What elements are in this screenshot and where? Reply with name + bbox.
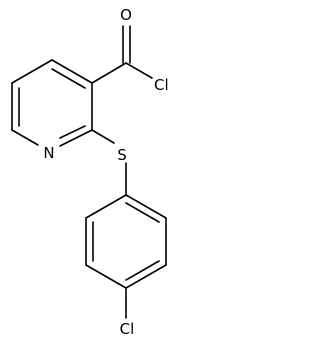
- bond-carbonyl-cl: [125, 62, 153, 79]
- bond-ar3-ar4-inner: [125, 260, 160, 281]
- bond-ar3-ar4: [125, 264, 167, 289]
- bond-c6-n: [11, 129, 39, 146]
- bond-ar4-ar5: [85, 264, 127, 289]
- thioether-linkage: [91, 129, 127, 196]
- atom-label-nitrogen: N: [43, 144, 54, 162]
- atom-label-oxygen: O: [120, 6, 132, 24]
- bond-ar1-ar2-inner: [125, 202, 160, 223]
- pyridine-ring: [11, 59, 93, 147]
- bond-ar6-ar1: [85, 194, 127, 219]
- acyl-chloride-group: [91, 25, 153, 84]
- bond-c4-c5: [11, 59, 53, 84]
- bond-n-c2: [59, 129, 93, 147]
- bond-n-c2-inner: [59, 125, 86, 139]
- atom-label-acyl-chlorine: Cl: [154, 76, 169, 94]
- chlorophenyl-ring: [85, 194, 167, 319]
- bond-c3-c4: [51, 59, 93, 84]
- atom-label-sulfur: S: [117, 146, 127, 164]
- bond-c3-carbonyl: [91, 62, 127, 84]
- atom-label-aryl-chlorine: Cl: [120, 320, 135, 338]
- bond-c2-s: [91, 129, 115, 144]
- bond-c3-c4-inner: [51, 68, 86, 89]
- bond-ar1-ar2: [125, 194, 167, 219]
- chemical-structure: O Cl N S Cl: [11, 6, 169, 338]
